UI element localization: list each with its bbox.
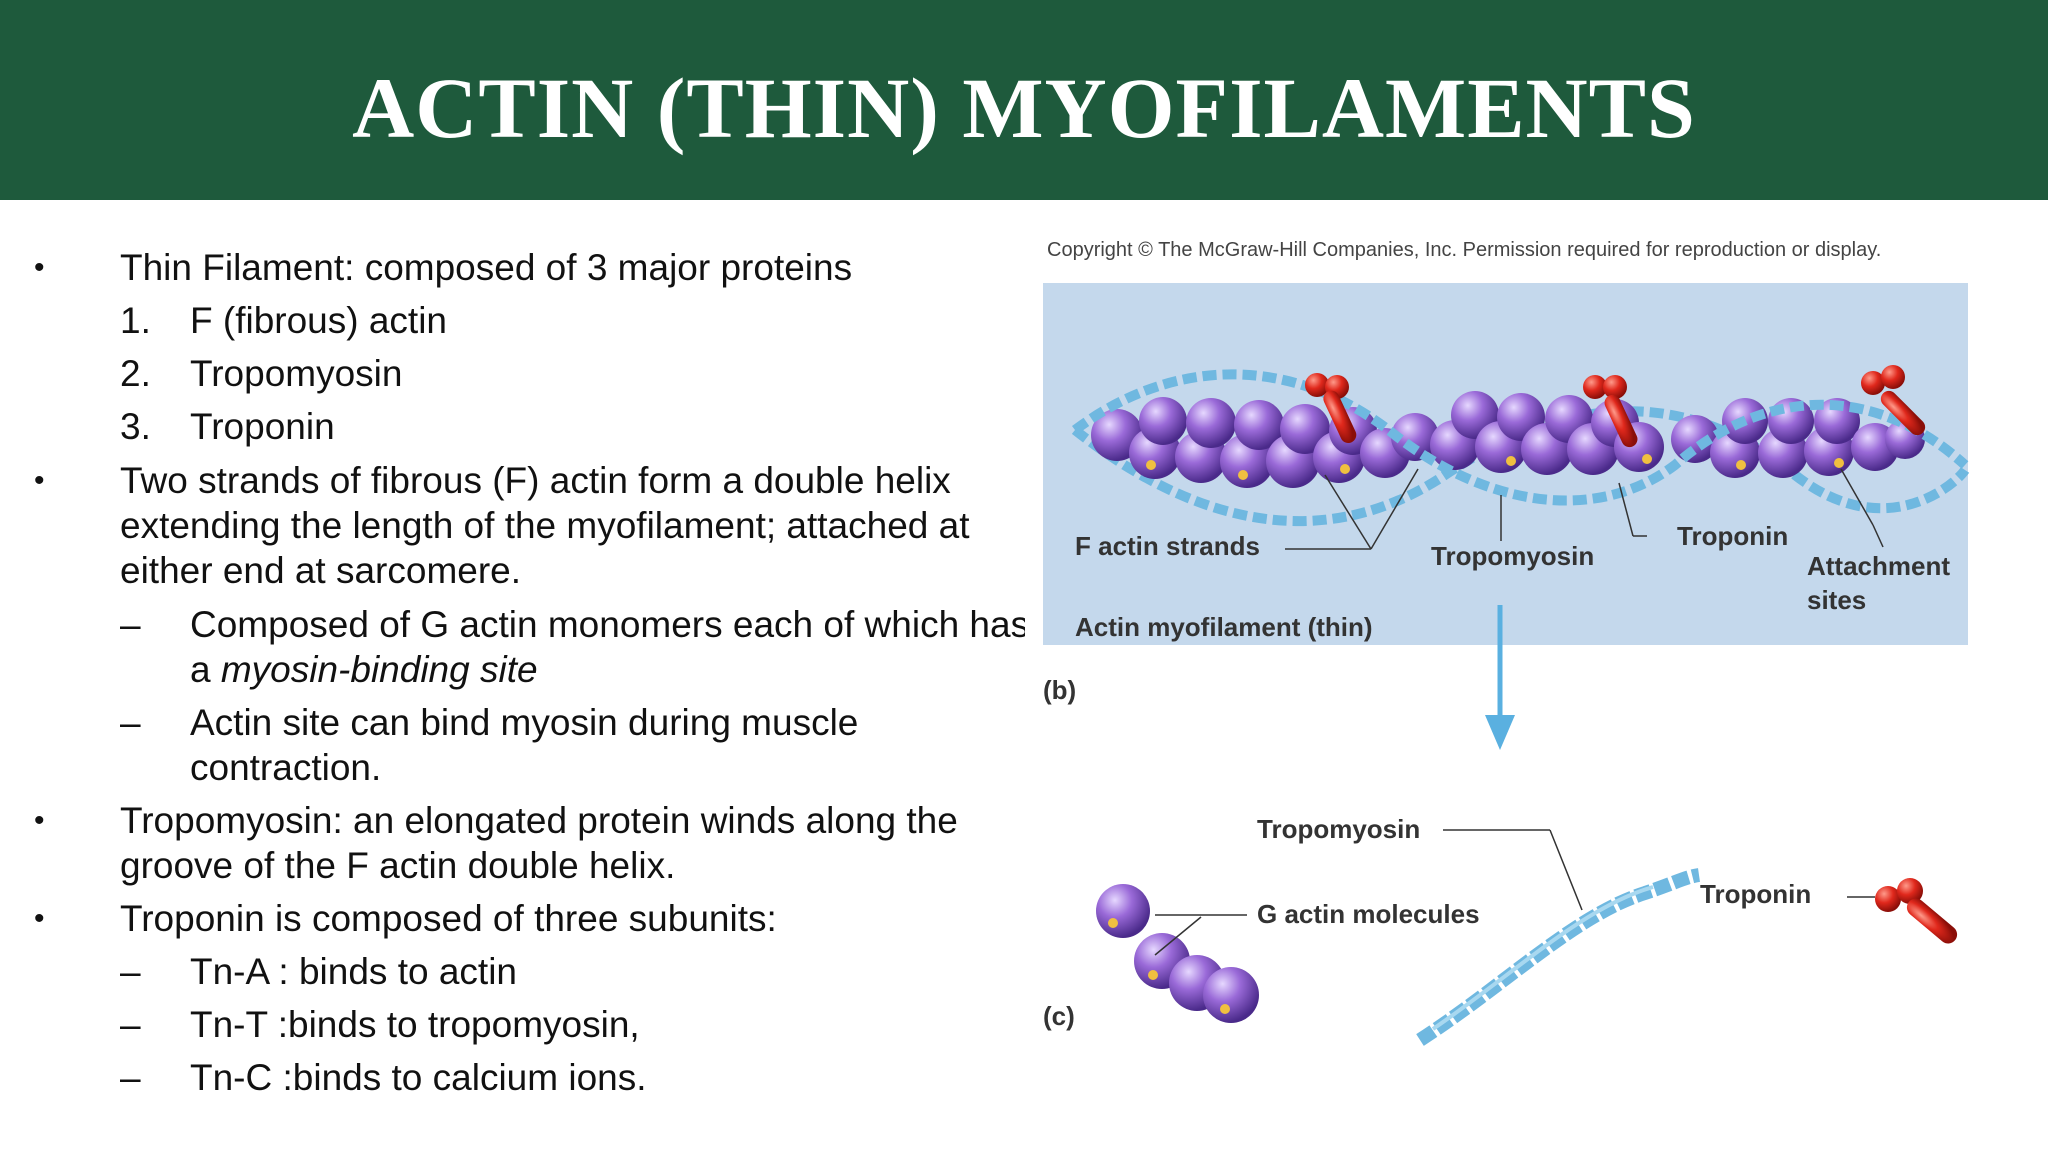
bullet-icon: • xyxy=(34,251,45,284)
actin-myofilament-figure: Copyright © The McGraw-Hill Companies, I… xyxy=(1035,225,2035,1065)
dash-icon: – xyxy=(120,702,141,743)
dash-icon: – xyxy=(120,1004,141,1045)
label-g-actin-molecules: G actin molecules xyxy=(1257,899,1480,929)
label-troponin-c: Troponin xyxy=(1700,879,1811,909)
copyright-text: Copyright © The McGraw-Hill Companies, I… xyxy=(1047,239,1881,261)
dash-actin-site: Actin site can bind myosin during muscle… xyxy=(190,702,859,788)
subunit-tn-c: Tn-C :binds to calcium ions. xyxy=(190,1057,647,1098)
myosin-binding-site-text: myosin-binding site xyxy=(220,649,538,690)
list-number: 2. xyxy=(120,353,151,394)
dash-g-actin-prefix: a xyxy=(190,649,221,690)
label-attachment-sites-line2: sites xyxy=(1807,585,1866,615)
arrow-down-icon xyxy=(1485,715,1515,750)
bullet-thin-filament: Thin Filament: composed of 3 major prote… xyxy=(120,247,853,288)
isolated-troponin xyxy=(1875,878,1958,944)
list-item-troponin: Troponin xyxy=(190,406,335,447)
bullet-icon: • xyxy=(34,804,45,837)
bullet-troponin-subunits: Troponin is composed of three subunits: xyxy=(120,898,777,939)
bullet-icon: • xyxy=(34,464,45,497)
dash-icon: – xyxy=(120,604,141,645)
dash-g-actin-line2: a myosin-binding site xyxy=(190,647,1020,692)
list-number: 3. xyxy=(120,406,151,447)
panel-b-label: (b) xyxy=(1043,675,1076,705)
subunit-tn-t: Tn-T :binds to tropomyosin, xyxy=(190,1004,640,1045)
list-number: 1. xyxy=(120,300,151,341)
panel-c-leader-lines xyxy=(1154,829,1875,956)
label-attachment-sites: Attachment xyxy=(1807,551,1950,581)
label-tropomyosin-b: Tropomyosin xyxy=(1431,541,1594,571)
title-bar: ACTIN (THIN) MYOFILAMENTS xyxy=(0,0,2048,200)
figure-svg: Copyright © The McGraw-Hill Companies, I… xyxy=(1043,239,1970,1046)
label-actin-myofilament: Actin myofilament (thin) xyxy=(1075,612,1373,642)
label-troponin-b: Troponin xyxy=(1677,521,1788,551)
panel-b-leader-lines xyxy=(1285,468,1884,550)
label-f-actin-strands: F actin strands xyxy=(1075,531,1260,561)
dash-icon: – xyxy=(120,1057,141,1098)
bullet-tropomyosin: Tropomyosin: an elongated protein winds … xyxy=(120,800,958,886)
list-item-f-actin: F (fibrous) actin xyxy=(190,300,448,341)
troponin-complexes xyxy=(1305,365,1926,448)
panel-c-label: (c) xyxy=(1043,1001,1075,1031)
isolated-tropomyosin-highlight xyxy=(1431,885,1654,1031)
label-tropomyosin-c: Tropomyosin xyxy=(1257,814,1420,844)
g-actin-molecules xyxy=(1096,884,1259,1023)
bullet-double-helix: Two strands of fibrous (F) actin form a … xyxy=(120,460,970,591)
list-item-tropomyosin: Tropomyosin xyxy=(190,353,403,394)
isolated-tropomyosin xyxy=(1416,868,1701,1046)
tropomyosin-strand-front xyxy=(1072,369,1969,506)
slide-title: ACTIN (THIN) MYOFILAMENTS xyxy=(352,60,1696,156)
dash-icon: – xyxy=(120,951,141,992)
subunit-tn-a: Tn-A : binds to actin xyxy=(190,951,518,992)
bullet-icon: • xyxy=(34,902,45,935)
slide-body-text: • Thin Filament: composed of 3 major pro… xyxy=(0,245,1025,1125)
dash-g-actin-line1: Composed of G actin monomers each of whi… xyxy=(190,604,1025,645)
